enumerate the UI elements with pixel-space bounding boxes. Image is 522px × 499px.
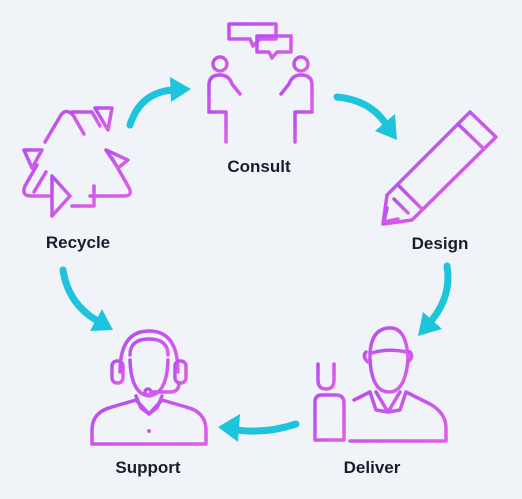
arrow-design-to-deliver — [428, 262, 452, 324]
stage-label-consult: Consult — [227, 157, 291, 176]
stage-label-design: Design — [411, 234, 469, 253]
recycle-icon — [22, 106, 132, 218]
arrow-support-recycle-link — [59, 266, 100, 324]
arrowhead-deliver — [418, 312, 442, 336]
stage-label-deliver: Deliver — [343, 458, 401, 477]
arrow-deliver-to-support — [232, 420, 300, 435]
arrowhead-consult — [170, 77, 191, 102]
arrowhead-design — [375, 114, 397, 140]
stage-label-recycle: Recycle — [45, 233, 111, 252]
pencil-icon — [381, 110, 498, 226]
arrow-consult-to-design — [333, 93, 390, 128]
arrowhead-support — [218, 414, 240, 442]
stage-label-support: Support — [115, 458, 181, 477]
arrowhead-recycle-link — [90, 309, 113, 331]
meeting-icon — [204, 22, 317, 144]
arrow-recycle-to-consult — [126, 86, 176, 129]
headset-agent-icon — [90, 329, 208, 446]
wrench-worker-icon — [313, 326, 448, 443]
